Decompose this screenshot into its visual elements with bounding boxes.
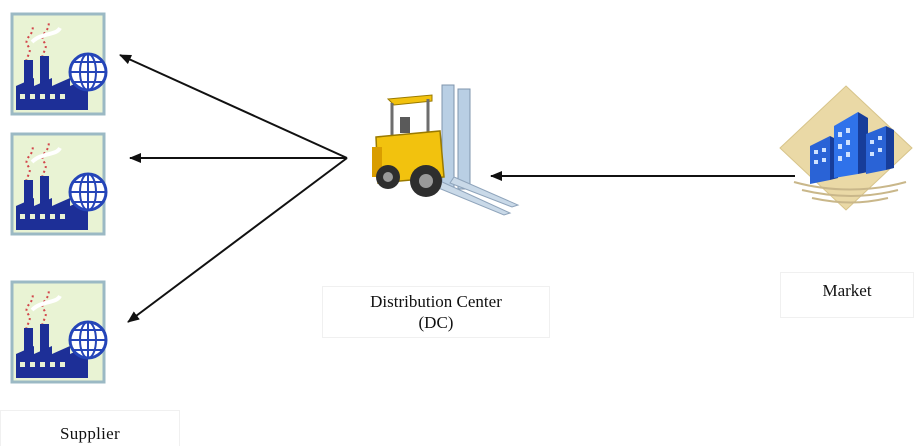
office-buildings-icon xyxy=(779,85,913,211)
supplier-factory-icon-middle xyxy=(10,132,108,236)
distribution-center-label-line1: Distribution Center xyxy=(370,292,502,311)
arrow-dc-to-supplier-bottom xyxy=(127,157,348,323)
market-label: Market xyxy=(780,272,914,318)
forklift-icon xyxy=(372,84,520,216)
supplier-label: Supplier xyxy=(0,410,180,446)
supplier-factory-icon-bottom xyxy=(10,280,108,384)
distribution-center-label-line2: (DC) xyxy=(418,313,454,333)
arrow-dc-to-supplier-top xyxy=(119,54,348,159)
supplier-factory-icon-top xyxy=(10,12,108,116)
distribution-center-label: Distribution Center (DC) xyxy=(322,286,550,338)
